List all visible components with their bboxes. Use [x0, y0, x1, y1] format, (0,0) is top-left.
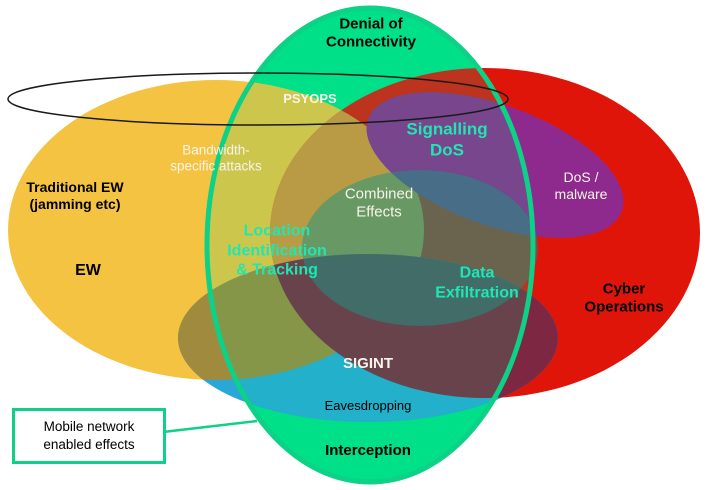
label-dos-malware: DoS / malware	[555, 169, 608, 203]
label-line: Connectivity	[325, 34, 417, 51]
label-traditional-ew: Traditional EW (jamming etc)	[26, 179, 123, 213]
label-line: Mobile network	[43, 419, 135, 435]
label-line: & Tracking	[236, 261, 318, 279]
annotation-ellipse-outline	[7, 72, 509, 126]
label-eavesdropping: Eavesdropping	[324, 398, 412, 414]
label-line: DoS /	[563, 168, 599, 185]
label-ew: EW	[75, 262, 101, 280]
label-line: specific attacks	[170, 159, 262, 174]
label-line: Data	[459, 264, 495, 282]
label-denial-of-connectivity: Denial of Connectivity	[326, 16, 416, 53]
label-line: Denial of	[339, 15, 403, 33]
label-line: Bandwidth-	[182, 142, 250, 158]
label-location-tracking: Location Identification & Tracking	[227, 222, 327, 281]
mobile-network-ring	[204, 5, 536, 485]
label-line: Operations	[584, 299, 664, 316]
label-line: malware	[554, 186, 608, 202]
label-line: Traditional EW	[26, 178, 124, 195]
label-line: Effects	[356, 204, 402, 221]
label-line: Signalling	[406, 119, 488, 139]
signalling-purple-region	[366, 92, 624, 238]
label-line: DoS	[429, 140, 464, 159]
mobile-network-tint	[207, 8, 533, 482]
label-cyber-operations: Cyber Operations	[584, 281, 663, 318]
label-line: Combined	[344, 185, 414, 203]
label-psyops: PSYOPS	[283, 91, 337, 107]
label-data-exfiltration: Data Exfiltration	[435, 263, 519, 302]
callout-connector-line	[162, 419, 258, 434]
mobile-network-callout-box: Mobile network enabled effects	[12, 408, 166, 464]
label-line: Exfiltration	[435, 284, 519, 301]
label-signalling-dos: Signalling DoS	[406, 119, 487, 160]
label-line: Cyber	[602, 280, 646, 298]
label-line: Location	[243, 222, 311, 240]
label-bandwidth-attacks: Bandwidth- specific attacks	[170, 143, 262, 176]
label-combined-effects: Combined Effects	[345, 186, 413, 223]
label-line: enabled effects	[43, 437, 135, 452]
label-sigint: SIGINT	[342, 354, 394, 372]
label-line: (jamming etc)	[29, 196, 121, 212]
label-interception: Interception	[325, 441, 411, 459]
combined-effects-teal-region	[302, 170, 538, 326]
label-line: Identification	[227, 242, 327, 260]
